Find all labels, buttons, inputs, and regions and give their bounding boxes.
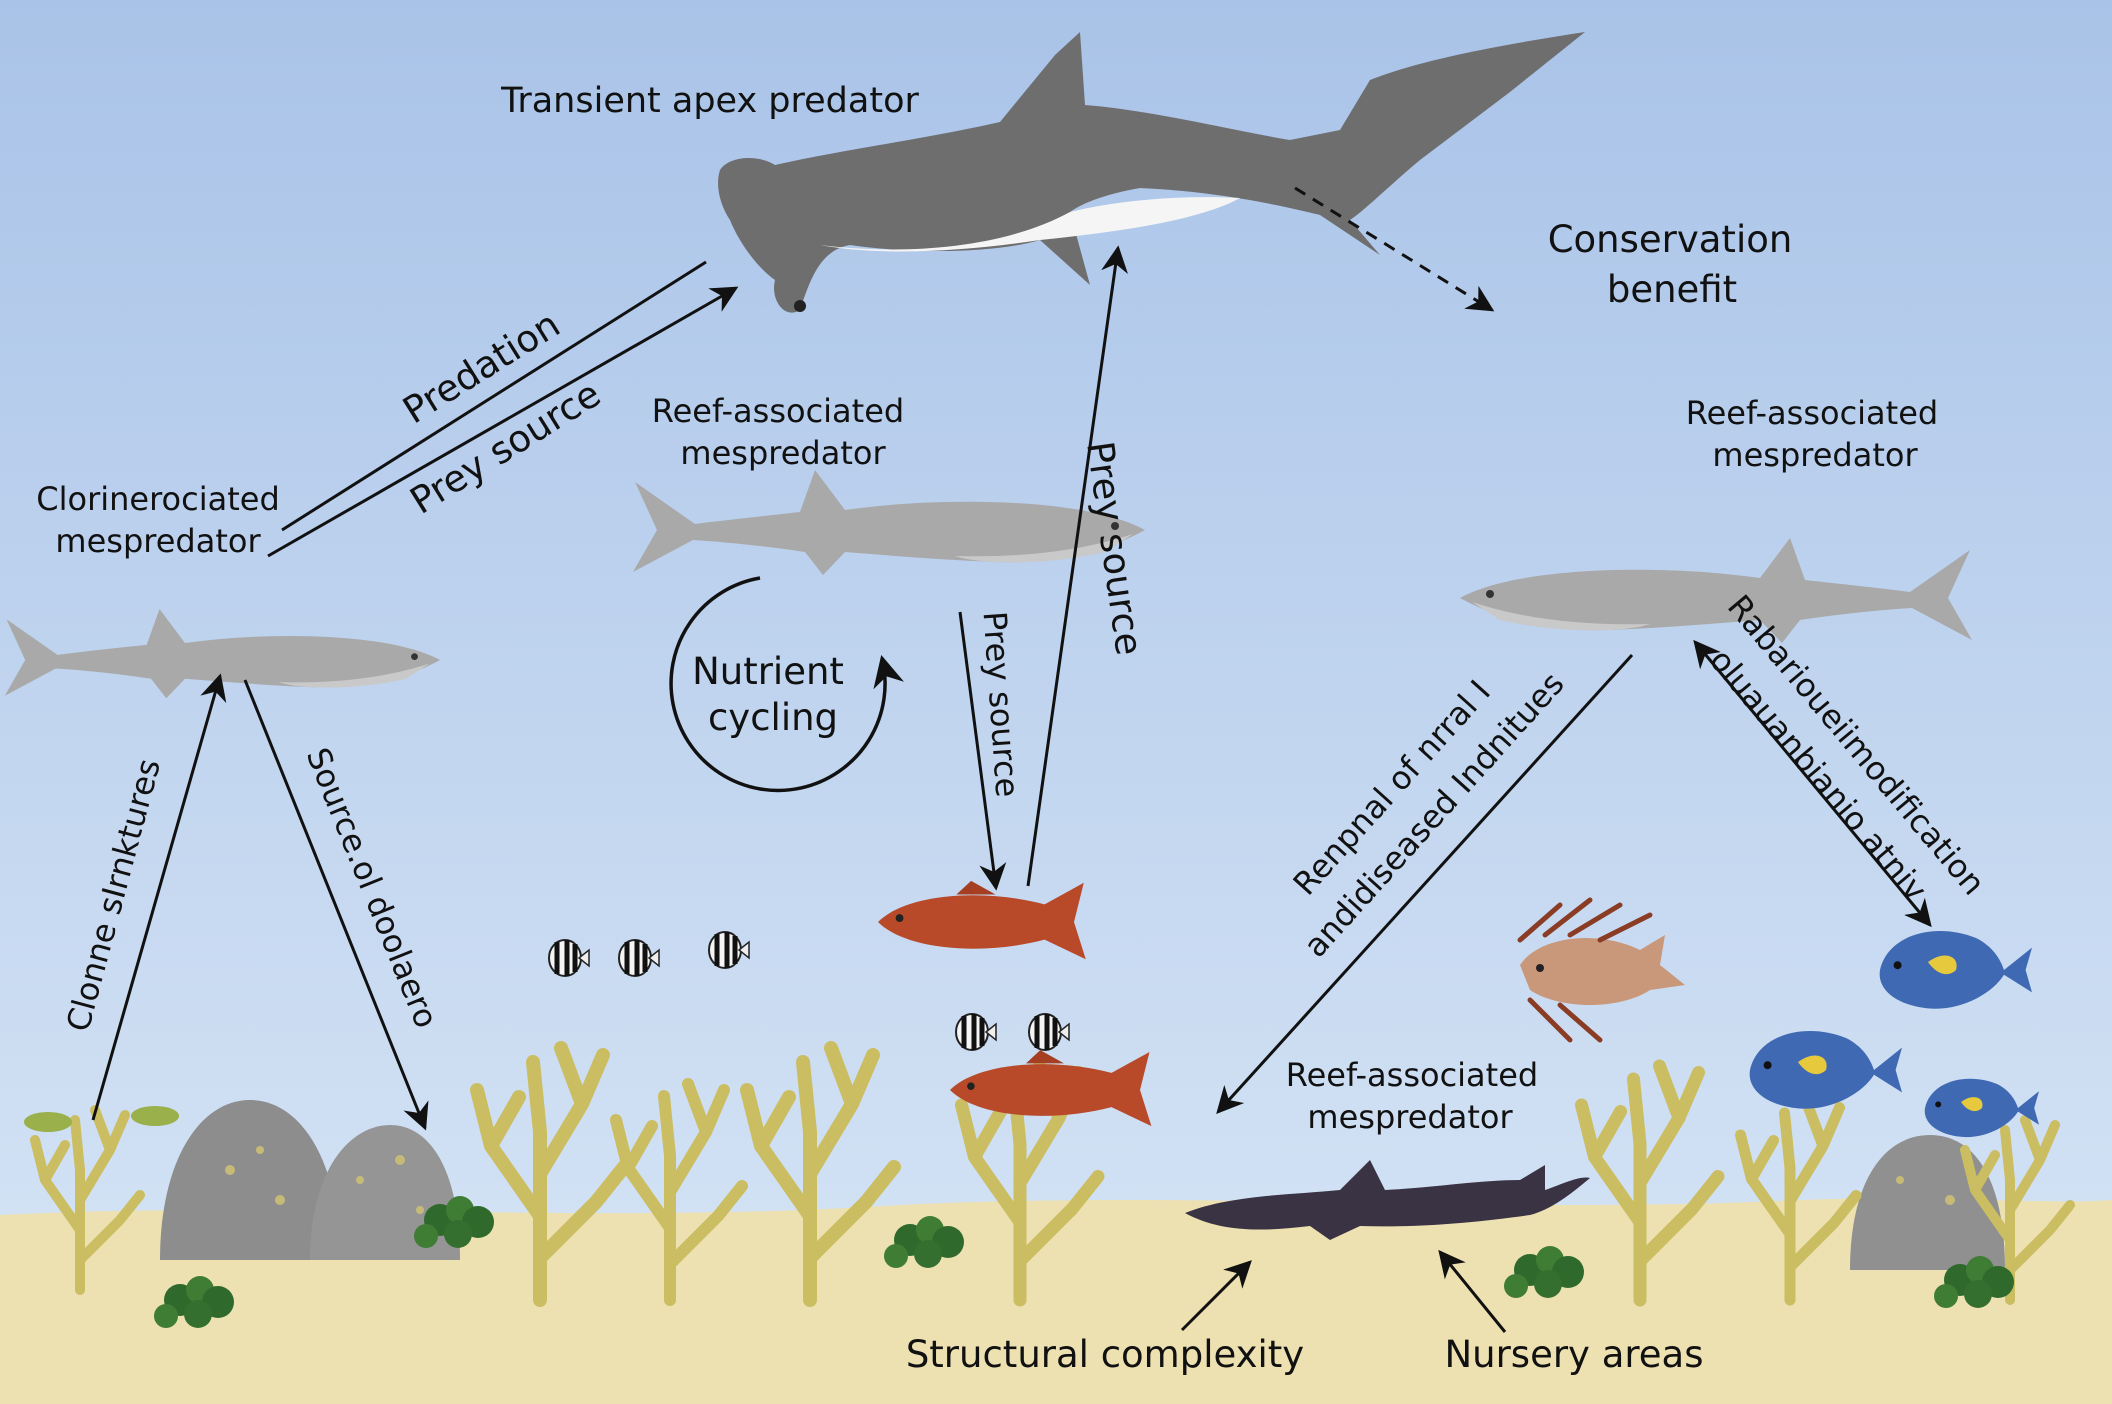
left-meso-label-line1: Clorinerociated bbox=[36, 480, 280, 518]
nurse-shark-icon bbox=[1185, 1160, 1590, 1240]
structural-complexity-label: Structural complexity bbox=[906, 1333, 1304, 1376]
lionfish-icon bbox=[1517, 897, 1685, 1043]
nursery-areas-label: Nursery areas bbox=[1444, 1333, 1703, 1376]
nutrient-cycling-label-line2: cycling bbox=[708, 696, 838, 739]
sand-floor bbox=[0, 1198, 2112, 1404]
apex-predator-label: Transient apex predator bbox=[500, 81, 919, 121]
bottom-meso-label-line1: Reef-associated bbox=[1286, 1056, 1538, 1094]
right-meso-label-line2: mespredator bbox=[1712, 436, 1918, 474]
nutrient-cycling-label-line1: Nutrient bbox=[692, 650, 844, 693]
right-meso-label-line1: Reef-associated bbox=[1686, 394, 1938, 432]
conservation-label-line1: Conservation bbox=[1548, 218, 1793, 261]
edge-clonne bbox=[91, 673, 227, 1121]
edge-prey-source-down bbox=[958, 611, 1007, 891]
edge-behavioral bbox=[1693, 639, 1932, 928]
edge-prey-source-left bbox=[267, 286, 739, 558]
small-fish-icon bbox=[24, 1106, 179, 1132]
nutrient-cycle-arrow bbox=[669, 576, 904, 793]
edge-conservation bbox=[1294, 186, 1495, 312]
edge-removal bbox=[1216, 653, 1634, 1115]
edge-predation bbox=[281, 260, 707, 532]
left-meso-label-line2: mespredator bbox=[55, 522, 261, 560]
center-meso-label-line1: Reef-associated bbox=[652, 392, 904, 430]
edge-source-of bbox=[243, 679, 429, 1131]
conservation-label-line2: benefit bbox=[1607, 268, 1737, 311]
edge-structural bbox=[1180, 1260, 1252, 1332]
edge-prey-source-up bbox=[1026, 245, 1128, 887]
bottom-meso-label-line2: mespredator bbox=[1307, 1098, 1513, 1136]
center-meso-label-line2: mespredator bbox=[680, 434, 886, 472]
hammerhead-shark-icon bbox=[718, 32, 1585, 313]
edge-nursery bbox=[1438, 1249, 1507, 1333]
